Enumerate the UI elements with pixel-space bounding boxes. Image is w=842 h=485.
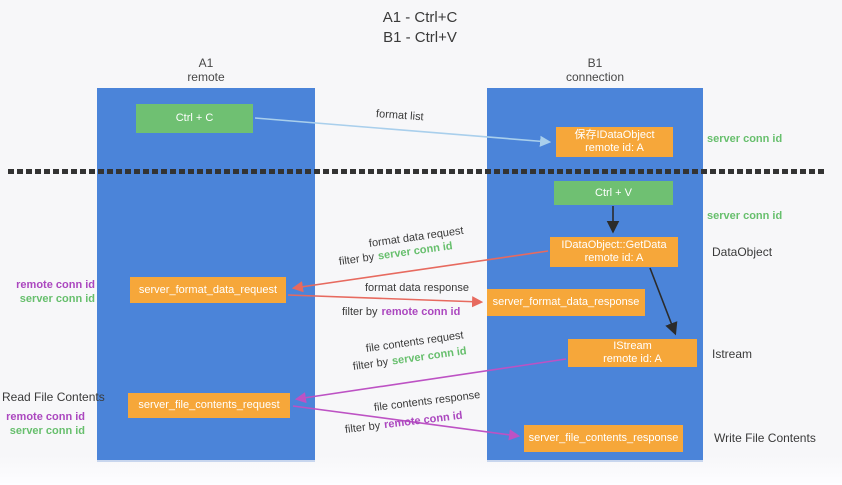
flow-label-file-contents-response: file contents response (373, 389, 481, 414)
left-remote-conn-id-1: remote conn id (16, 279, 95, 291)
node-server-format-data-response: server_format_data_response (487, 289, 645, 316)
node-istream-title: IStream (613, 340, 652, 352)
node-idataobject-getdata: IDataObject::GetData remote id: A (550, 237, 678, 267)
column-header-a1: A1 remote (97, 56, 315, 84)
left-server-conn-id-2: server conn id (9, 425, 85, 437)
node-server-file-contents-request: server_file_contents_request (128, 393, 290, 418)
right-label-server-conn-id-top: server conn id (707, 133, 783, 145)
column-b1-name: B1 (587, 56, 603, 70)
phase-separator-dotted-line (8, 169, 826, 174)
left-label-conn-ids-format: remote conn id server conn id (10, 278, 95, 306)
right-label-dataobject: DataObject (712, 245, 773, 259)
filter-by-text: filter by (352, 356, 389, 373)
node-istream-remote-id: remote id: A (603, 353, 662, 365)
node-server-format-data-request: server_format_data_request (130, 277, 286, 303)
diagram-title: A1 - Ctrl+C B1 - Ctrl+V (290, 8, 550, 48)
left-remote-conn-id-2: remote conn id (6, 411, 85, 423)
node-ctrl-v: Ctrl + V (554, 181, 673, 205)
node-istream: IStream remote id: A (568, 339, 697, 367)
flow-label-format-list: format list (375, 108, 424, 124)
left-server-conn-id-1: server conn id (19, 293, 95, 305)
node-format-response-label: server_format_data_response (492, 296, 640, 308)
left-label-read-file-contents: Read File Contents (2, 390, 105, 404)
filter-by-text: filter by (342, 306, 378, 318)
column-b1-role: connection (565, 70, 625, 84)
node-ctrl-c-label: Ctrl + C (175, 112, 214, 124)
node-save-idataobject-title: 保存IDataObject (574, 129, 655, 141)
node-ctrl-c: Ctrl + C (136, 104, 253, 133)
node-server-file-contents-response: server_file_contents_response (524, 425, 683, 452)
remote-conn-id-text: remote conn id (381, 306, 461, 318)
node-file-request-label: server_file_contents_request (138, 399, 280, 411)
column-a1-role: remote (187, 70, 225, 84)
node-format-request-label: server_format_data_request (138, 283, 278, 296)
filter-by-text: filter by (344, 419, 381, 436)
column-a1-name: A1 (198, 56, 214, 70)
title-line-2: B1 - Ctrl+V (383, 29, 457, 46)
filter-by-text: filter by (338, 251, 375, 268)
flow-label-format-data-response: format data response (365, 282, 469, 294)
right-label-istream: Istream (712, 347, 753, 361)
title-line-1: A1 - Ctrl+C (382, 9, 458, 26)
node-file-response-label: server_file_contents_response (528, 432, 679, 444)
node-save-idataobject-remote-id: remote id: A (585, 142, 644, 154)
right-label-write-file-contents: Write File Contents (714, 431, 816, 445)
arrow-format-data-response (287, 294, 484, 308)
node-save-idataobject: 保存IDataObject remote id: A (556, 127, 673, 157)
remote-conn-id-text: remote conn id (383, 409, 464, 432)
node-getdata-title: IDataObject::GetData (561, 239, 667, 251)
column-header-b1: B1 connection (487, 56, 703, 84)
node-getdata-remote-id: remote id: A (584, 252, 644, 264)
right-label-server-conn-id-mid: server conn id (707, 210, 783, 222)
left-label-conn-ids-file: remote conn id server conn id (0, 410, 85, 438)
node-ctrl-v-label: Ctrl + V (595, 186, 632, 199)
